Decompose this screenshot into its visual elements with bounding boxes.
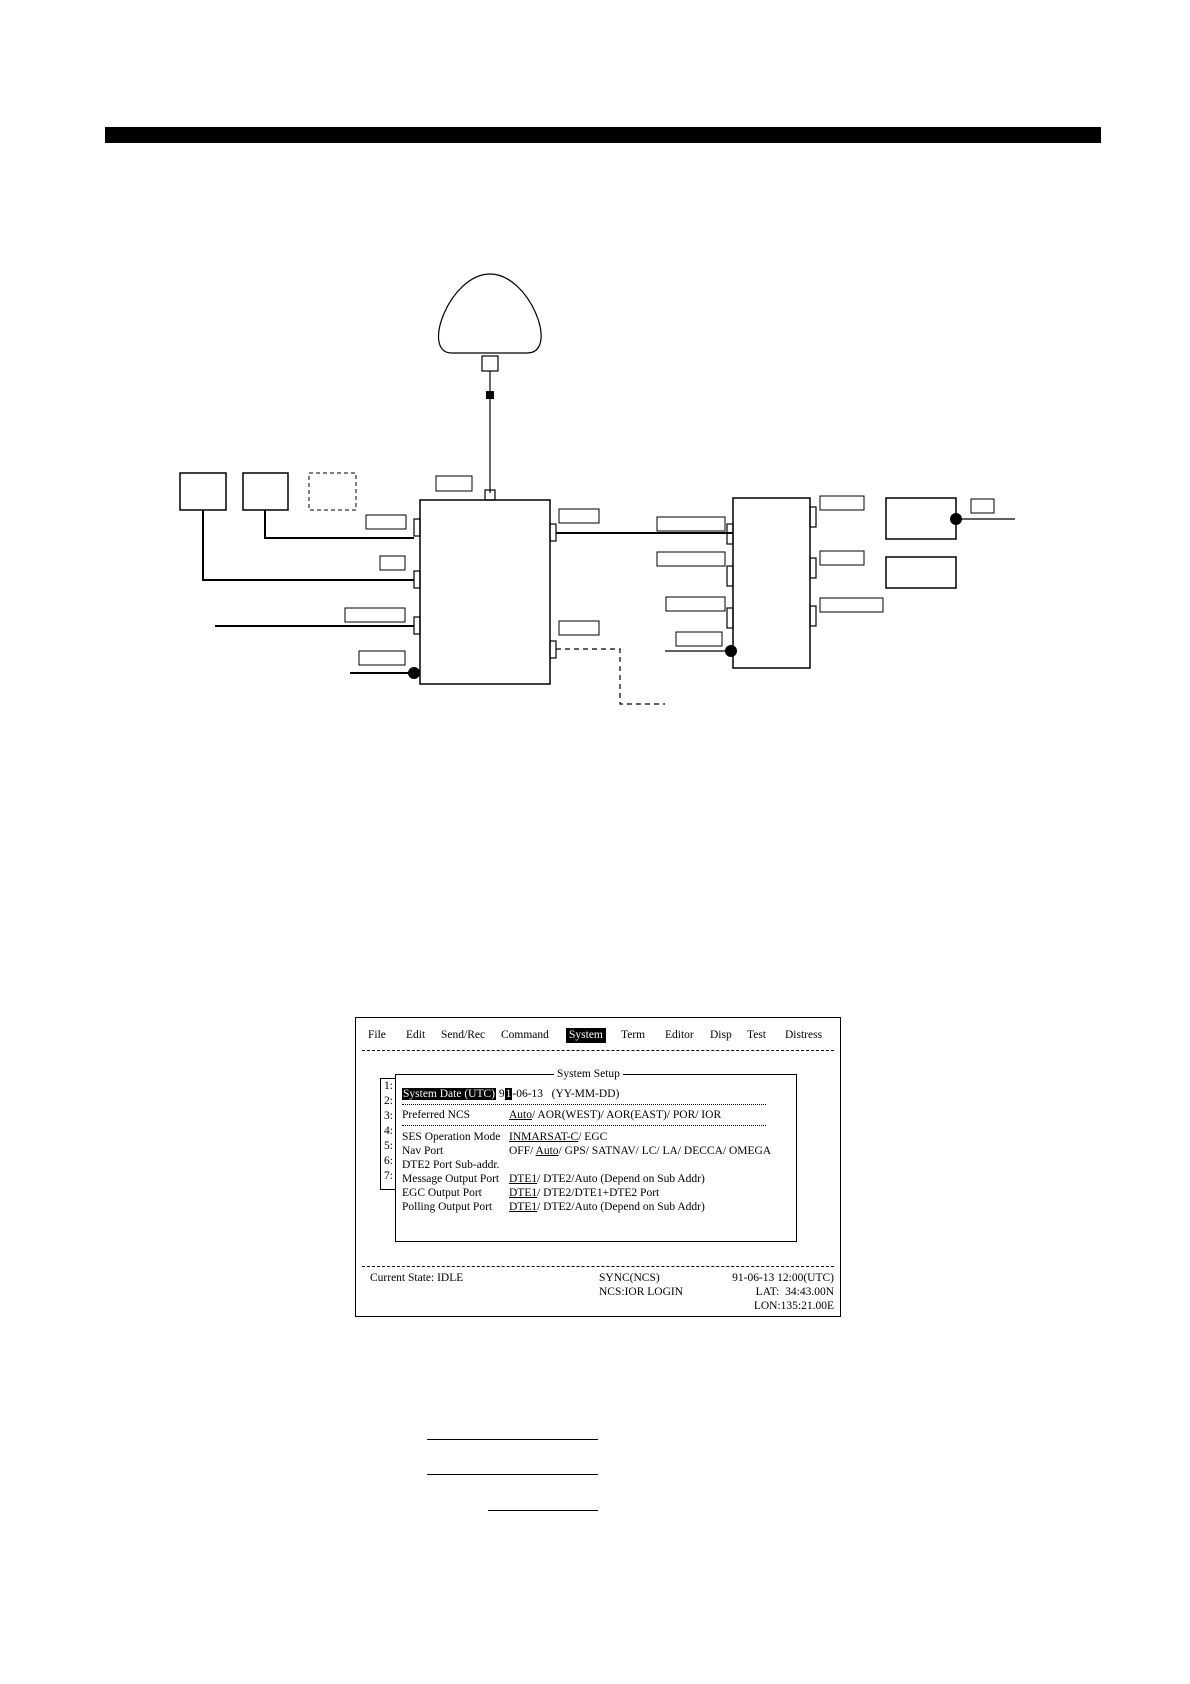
printer-unit (732, 497, 811, 669)
antenna-connector (481, 355, 499, 372)
submenu-item[interactable]: 1: (384, 1080, 393, 1092)
submenu-item[interactable]: 5: (384, 1140, 393, 1152)
polling-output-options[interactable]: DTE1/ DTE2/Auto (Depend on Sub Addr) (509, 1201, 705, 1213)
egc-output-label: EGC Output Port (402, 1187, 482, 1199)
date-format-hint: (YY-MM-DD) (551, 1088, 620, 1100)
blank-line (427, 1439, 598, 1440)
header-bar (105, 127, 1101, 143)
submenu-item[interactable]: 2: (384, 1095, 393, 1107)
egc-output-options[interactable]: DTE1/ DTE2/DTE1+DTE2 Port (509, 1187, 660, 1199)
blank-line (488, 1510, 598, 1511)
system-date-value[interactable]: 91-06-13 (498, 1088, 544, 1100)
dte2-subaddr-label[interactable]: DTE2 Port Sub-addr. (402, 1159, 500, 1171)
ses-mode-label: SES Operation Mode (402, 1131, 501, 1143)
dialog-divider (402, 1125, 766, 1126)
message-output-options[interactable]: DTE1/ DTE2/Auto (Depend on Sub Addr) (509, 1173, 705, 1185)
nav-port-options[interactable]: OFF/ Auto/ GPS/ SATNAV/ LC/ LA/ DECCA/ O… (509, 1145, 772, 1157)
system-setup-dialog: System Setup System Date (UTC) 91-06-13 … (395, 1067, 797, 1242)
status-separator (362, 1266, 834, 1267)
ncs-options[interactable]: Auto/ AOR(WEST)/ AOR(EAST)/ POR/ IOR (509, 1109, 722, 1121)
message-output-label: Message Output Port (402, 1173, 500, 1185)
polling-output-label: Polling Output Port (402, 1201, 493, 1213)
ses-mode-options[interactable]: INMARSAT-C/ EGC (509, 1131, 608, 1143)
menu-editor[interactable]: Editor (665, 1029, 694, 1041)
latitude: LAT: 34:43.00N (755, 1286, 834, 1298)
menu-separator (362, 1050, 834, 1051)
submenu-item[interactable]: 3: (384, 1110, 393, 1122)
utc-datetime: 91-06-13 12:00(UTC) (732, 1272, 834, 1284)
menu-send-rec[interactable]: Send/Rec (441, 1029, 486, 1041)
dialog-title: System Setup (554, 1067, 623, 1081)
longitude: LON:135:21.00E (753, 1300, 834, 1312)
ncs-label: Preferred NCS (402, 1109, 471, 1121)
menu-distress[interactable]: Distress (785, 1029, 823, 1041)
ncs-login-status: NCS:IOR LOGIN (599, 1286, 684, 1298)
antenna-radome (437, 273, 542, 354)
submenu-item[interactable]: 6: (384, 1155, 393, 1167)
menu-test[interactable]: Test (747, 1029, 766, 1041)
nav-port-label: Nav Port (402, 1145, 444, 1157)
terminal-screen: File Edit Send/Rec Command System Term E… (355, 1017, 841, 1317)
system-date-label: System Date (UTC) (402, 1088, 496, 1100)
system-date-row[interactable]: System Date (UTC) 91-06-13 (YY-MM-DD) (402, 1087, 619, 1101)
submenu-item[interactable]: 4: (384, 1125, 393, 1137)
dialog-divider (402, 1104, 766, 1105)
connection-diagram (179, 273, 1015, 705)
menu-file[interactable]: File (368, 1029, 386, 1041)
current-state: Current State: IDLE (370, 1272, 464, 1284)
menu-term[interactable]: Term (621, 1029, 646, 1041)
cable-joint (486, 391, 494, 399)
menu-edit[interactable]: Edit (406, 1029, 426, 1041)
main-unit (419, 499, 551, 685)
menu-command[interactable]: Command (501, 1029, 549, 1041)
submenu-item[interactable]: 7: (384, 1170, 393, 1182)
menu-system[interactable]: System (566, 1028, 606, 1043)
sync-status: SYNC(NCS) (599, 1272, 660, 1284)
menu-disp[interactable]: Disp (710, 1029, 732, 1041)
blank-line (427, 1474, 598, 1475)
